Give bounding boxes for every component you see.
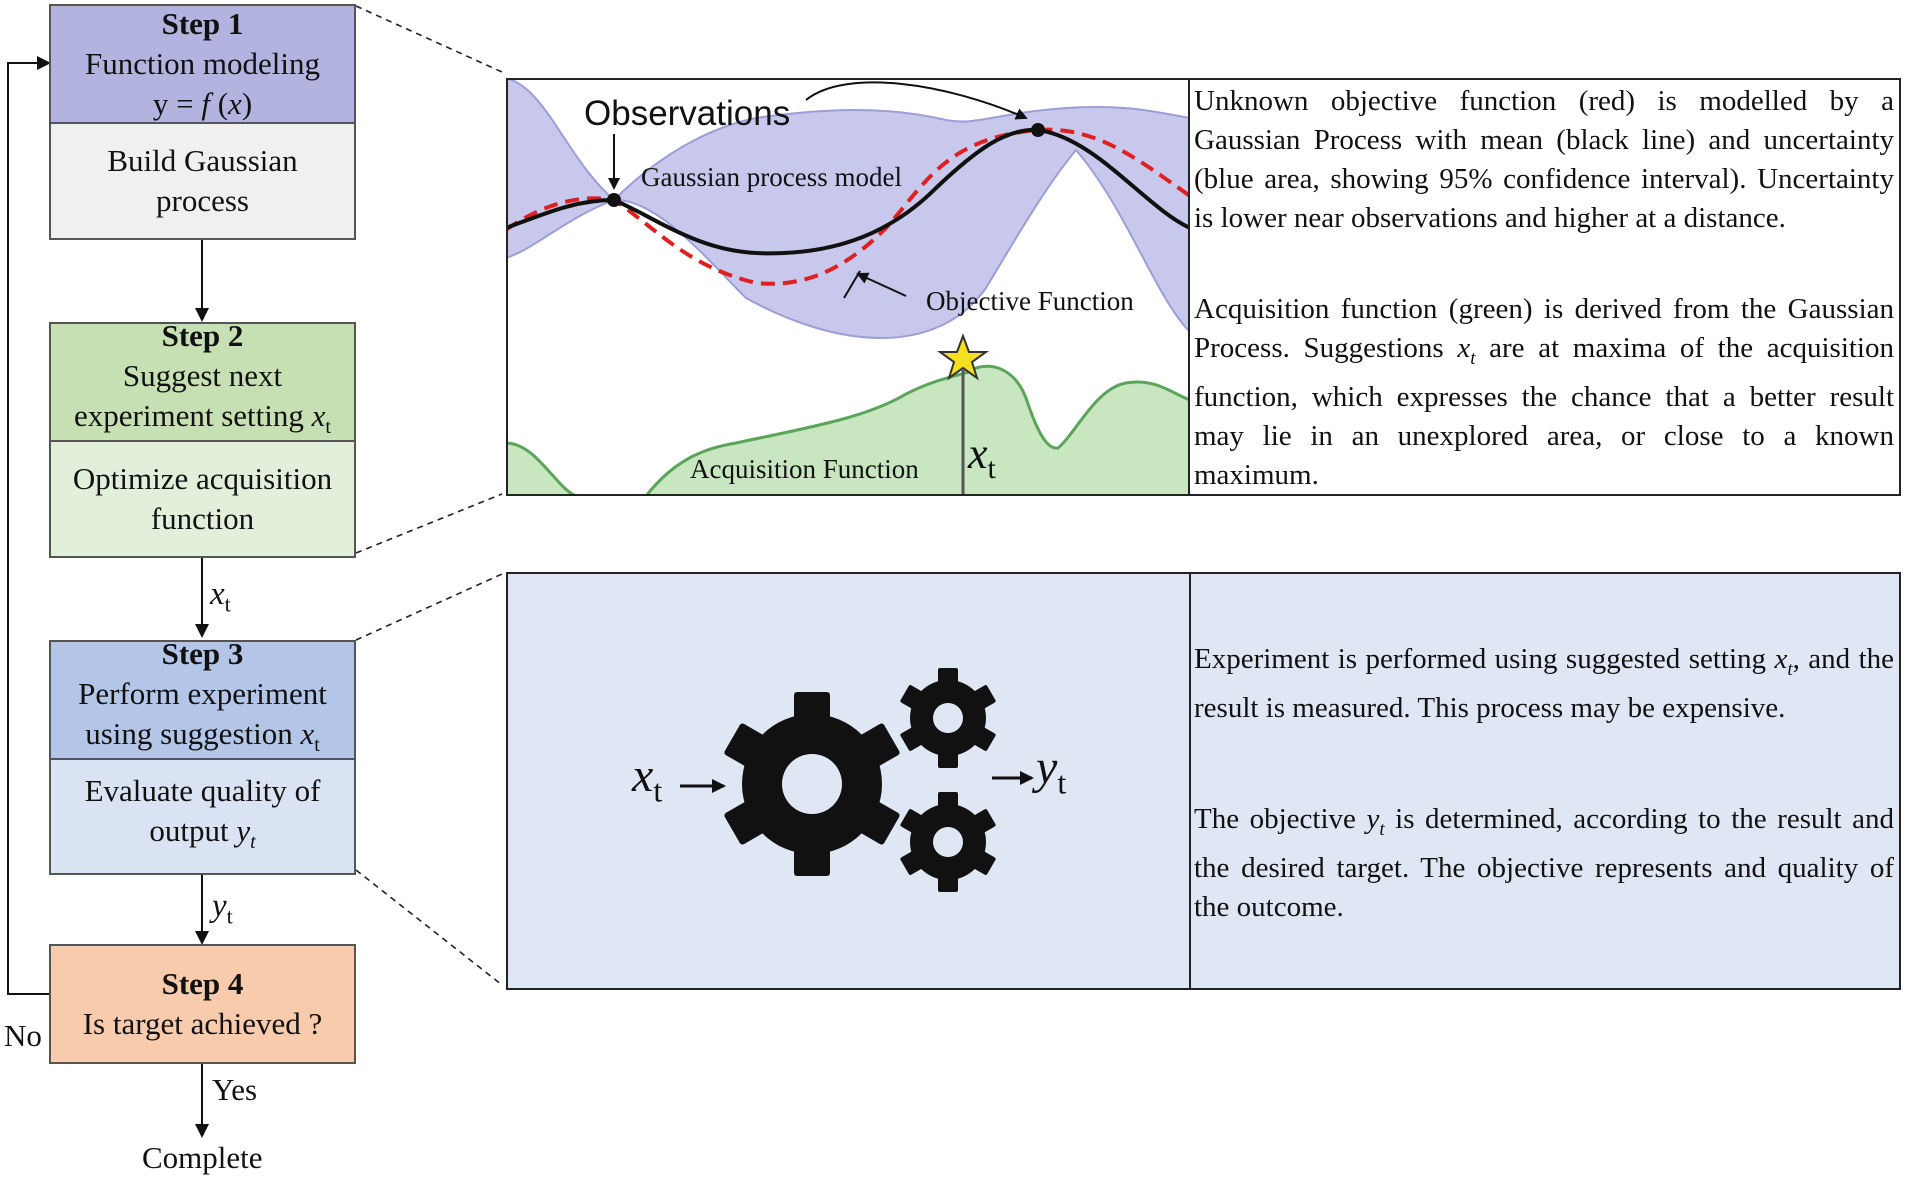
star-icon (936, 333, 990, 381)
label-complete: Complete (142, 1140, 263, 1175)
step4-box: Step 4 Is target achieved ? (49, 944, 356, 1064)
step2-body: Optimize acquisition function (49, 440, 356, 558)
label-observations: Observations (584, 94, 791, 133)
top-description-box: Unknown objective function (red) is mode… (1190, 78, 1901, 496)
observation-point-2 (1031, 123, 1045, 137)
bottom-description-2: The objective yt is determined, accordin… (1194, 803, 1895, 923)
zoom-line-bottom-2 (355, 869, 503, 986)
step1-title: Step 1 (161, 6, 244, 41)
step1-body: Build Gaussian process (49, 122, 356, 240)
step4-title: Step 4 (161, 966, 244, 1001)
gp-plot-frame (506, 78, 1190, 496)
step3-body-line2: output yt (149, 812, 256, 854)
step2-line1: Suggest next (122, 358, 283, 394)
step2-header: Step 2 Suggest next experiment setting x… (49, 318, 356, 442)
bottom-panel (506, 572, 1901, 990)
observations-curved-arrow (805, 81, 1028, 120)
gear-icon-small-top (900, 668, 996, 768)
arrow-label-yt: yt (212, 888, 233, 929)
label-yes: Yes (212, 1072, 258, 1107)
experiment-illustration (680, 668, 1034, 892)
step2-body-line1: Optimize acquisition (72, 461, 333, 496)
step1-line1: Function modeling (84, 46, 321, 81)
gear-icon-large (724, 692, 900, 876)
step3-body: Evaluate quality of output yt (49, 758, 356, 875)
zoom-line-bottom-1 (355, 573, 503, 641)
step3-title: Step 3 (161, 636, 244, 672)
label-gp-model: Gaussian process model (641, 162, 902, 192)
step4-line1: Is target achieved ? (82, 1006, 323, 1041)
step3-line1: Perform experiment (78, 676, 327, 712)
step3-header: Step 3 Perform experiment using suggesti… (49, 636, 356, 760)
step1-body-line1: Build Gaussian (107, 143, 298, 178)
step1-header: Step 1 Function modeling y = f (x) (49, 4, 356, 124)
step2-title: Step 2 (161, 318, 244, 354)
label-xt-top: xt (968, 429, 996, 485)
step1-body-line2: process (156, 183, 249, 218)
bottom-panel-divider (1189, 572, 1191, 990)
observation-point-1 (607, 193, 621, 207)
label-input-xt: xt (632, 749, 663, 809)
top-description-2: Acquisition function (green) is derived … (1194, 293, 1894, 491)
zoom-line-top-1 (355, 5, 503, 73)
bottom-description-1: Experiment is performed using suggested … (1194, 643, 1894, 724)
step2-body-line2: function (150, 501, 255, 536)
label-no: No (4, 1018, 42, 1053)
label-acquisition-function: Acquisition Function (690, 454, 919, 484)
step3-body-line1: Evaluate quality of (84, 772, 321, 808)
label-output-yt: yt (1036, 741, 1067, 801)
top-description-1: Unknown objective function (red) is mode… (1194, 85, 1894, 234)
gp-uncertainty-band (506, 78, 1190, 339)
arrow-label-xt: xt (210, 576, 231, 617)
step1-equation: y = f (x) (152, 86, 253, 121)
objective-pointer-arrow-head (856, 272, 907, 297)
zoom-line-top-2 (355, 493, 503, 554)
gp-plot (506, 78, 1190, 496)
step2-line2: experiment setting xt (74, 398, 331, 439)
arrow-no-loop (7, 56, 51, 995)
label-objective-function: Objective Function (926, 286, 1134, 316)
step3-line2: using suggestion xt (85, 716, 320, 757)
gear-icon-small-bottom (900, 792, 996, 892)
